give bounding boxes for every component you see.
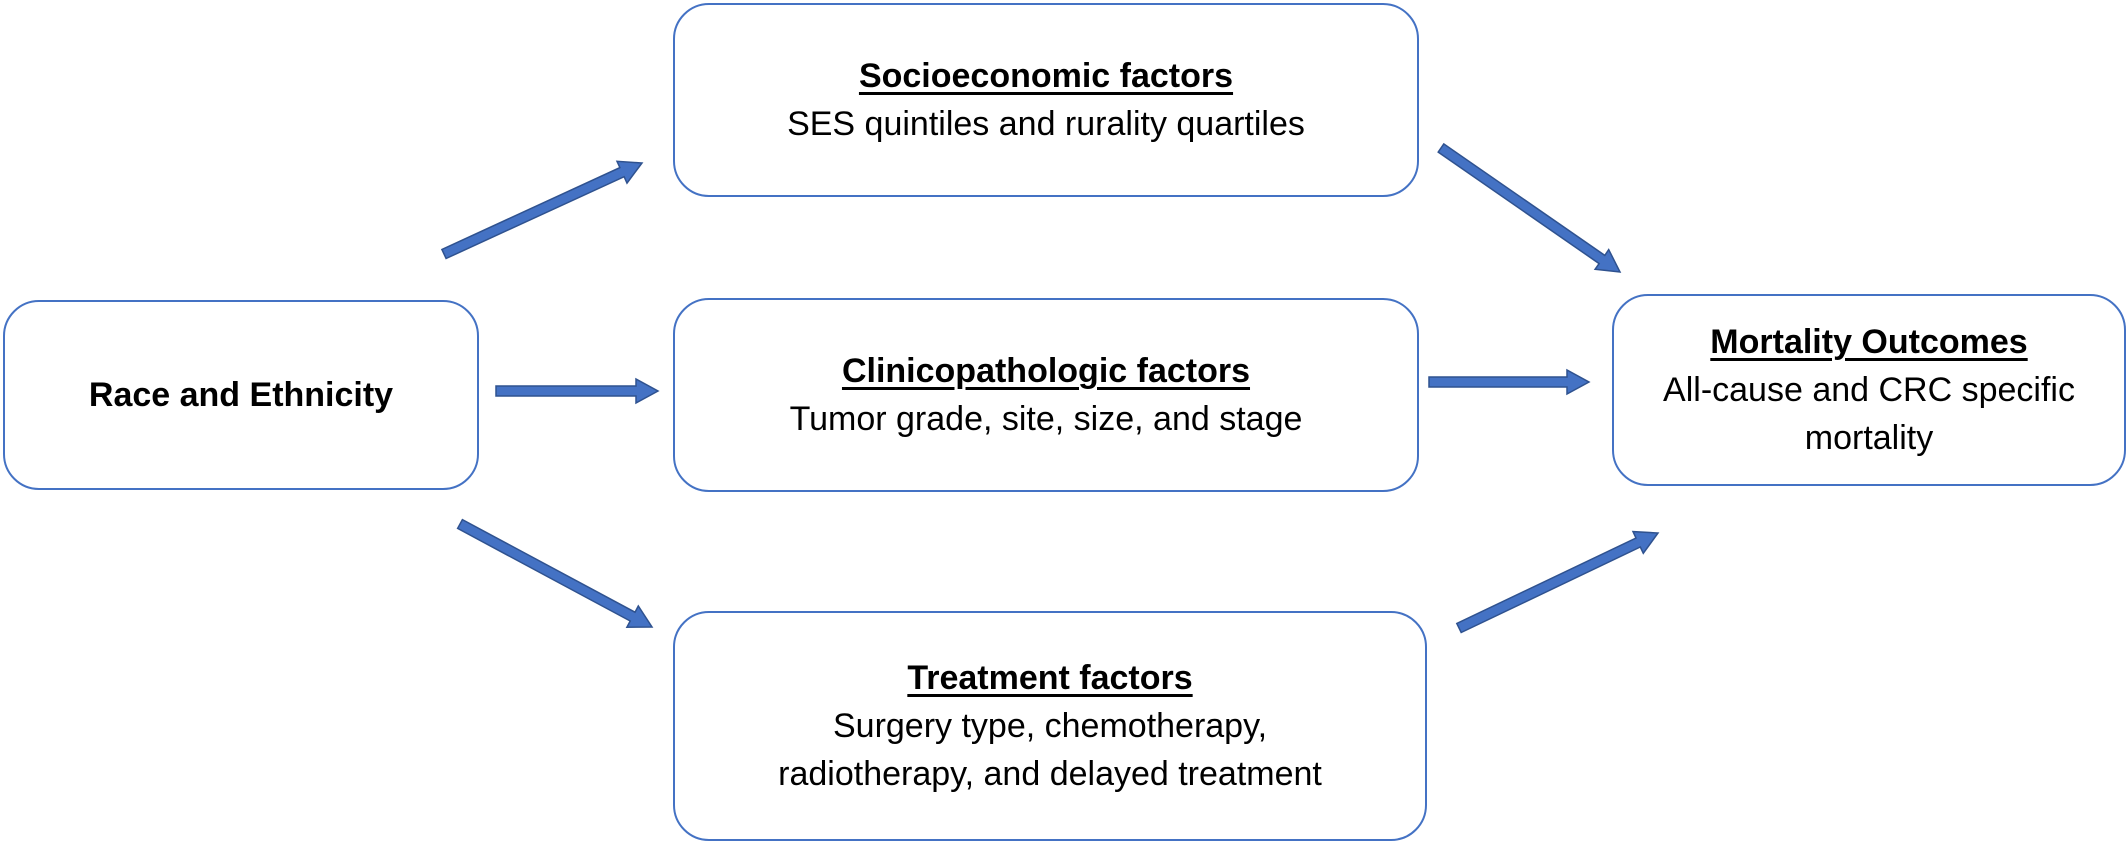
node-socioeconomic-body: SES quintiles and rurality quartiles xyxy=(787,105,1305,143)
arrow-race-to-treatment xyxy=(456,518,654,628)
node-race-ethnicity-title: Race and Ethnicity xyxy=(88,376,394,414)
node-clinicopathologic-factors: Clinicopathologic factors Tumor grade, s… xyxy=(673,298,1419,492)
node-treatment-title: Treatment factors xyxy=(907,659,1193,697)
node-treatment-factors: Treatment factors Surgery type, chemothe… xyxy=(673,611,1427,841)
arrow-race-to-ses xyxy=(440,160,644,260)
arrow-clinicopathologic-to-mortality xyxy=(1428,368,1591,396)
node-mortality-title: Mortality Outcomes xyxy=(1710,323,2028,361)
node-mortality-outcomes: Mortality Outcomes All-cause and CRC spe… xyxy=(1612,294,2126,486)
node-mortality-body: All-cause and CRC specific mortality xyxy=(1663,371,2075,457)
node-clinicopathologic-body: Tumor grade, site, size, and stage xyxy=(789,400,1303,438)
node-socioeconomic-factors: Socioeconomic factors SES quintiles and … xyxy=(673,3,1419,197)
node-socioeconomic-title: Socioeconomic factors xyxy=(858,57,1234,95)
node-clinicopathologic-title: Clinicopathologic factors xyxy=(841,352,1251,390)
arrow-ses-to-mortality xyxy=(1437,142,1622,273)
node-treatment-body: Surgery type, chemotherapy, radiotherapy… xyxy=(778,707,1322,793)
arrow-treatment-to-mortality xyxy=(1455,530,1660,634)
node-race-ethnicity: Race and Ethnicity xyxy=(3,300,479,490)
arrow-race-to-clinicopathologic xyxy=(495,377,660,405)
